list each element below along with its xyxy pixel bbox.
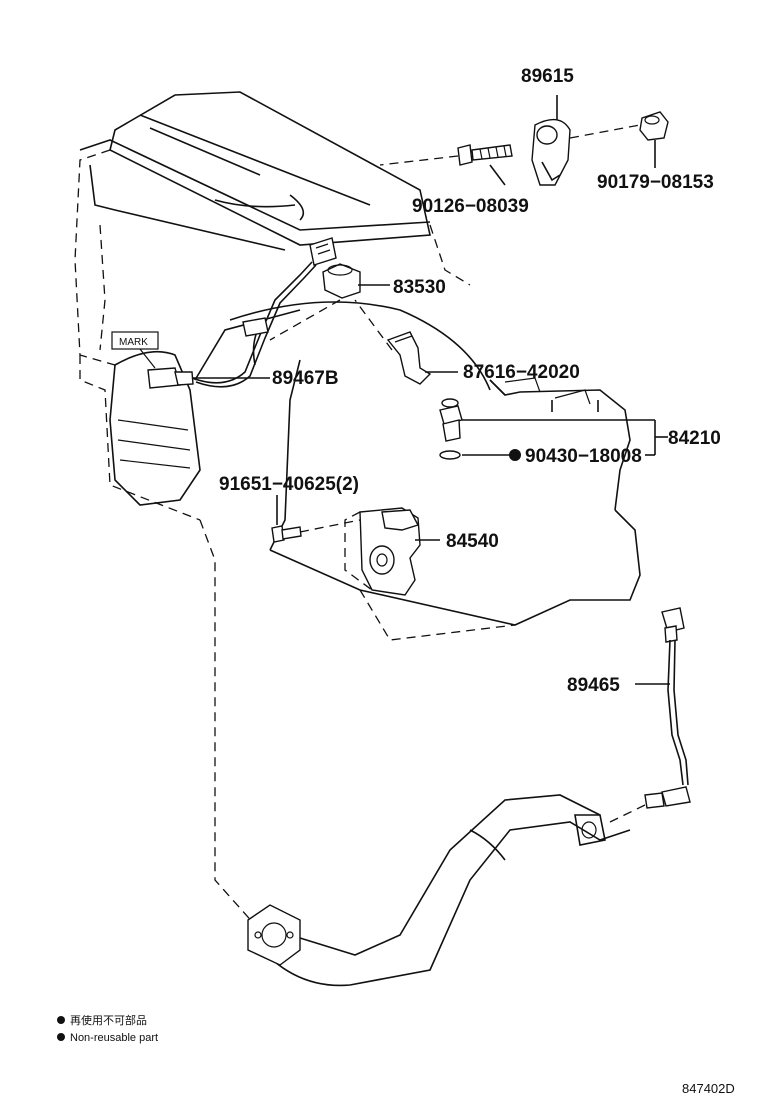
legend-en-text: Non-reusable part [70, 1032, 158, 1044]
oil-pressure-switch-83530 [269, 263, 390, 341]
label-90179-08153: 90179−08153 [597, 172, 714, 193]
legend-jp-text: 再使用不可部品 [70, 1013, 147, 1027]
bolt-91651 [271, 495, 361, 543]
air-fuel-sensor-89467b [147, 237, 337, 389]
label-84210: 84210 [668, 428, 721, 449]
diagram-code: 847402D [682, 1081, 735, 1096]
clamp-87616 [354, 299, 458, 385]
oxygen-sensor-89465 [609, 607, 691, 823]
switch-84210 [439, 398, 668, 461]
exhaust-manifold [109, 350, 201, 506]
label-89615: 89615 [521, 66, 574, 87]
label-91651-40625: 91651−40625(2) [219, 474, 359, 495]
knock-sensor-89615 [531, 95, 641, 186]
mark-callout: MARK [111, 331, 159, 369]
engine-dashed-outline [74, 149, 516, 926]
label-90430-18008: 90430−18008 [525, 446, 642, 467]
mark-label: MARK [119, 337, 148, 348]
label-89467b: 89467B [272, 368, 339, 389]
neutral-switch-84540 [344, 507, 440, 596]
legend-bullet-en [57, 1033, 65, 1041]
legend-bullet-jp [57, 1016, 65, 1024]
legend: 再使用不可部品 Non-reusable part [57, 1013, 158, 1044]
label-83530: 83530 [393, 277, 446, 298]
nut-90179 [639, 111, 669, 168]
non-reusable-marker [509, 449, 521, 461]
exhaust-pipe [247, 794, 631, 987]
label-90126-08039: 90126−08039 [412, 196, 529, 217]
label-89465: 89465 [567, 675, 620, 696]
stud-bolt-90126 [379, 144, 513, 186]
label-84540: 84540 [446, 531, 499, 552]
label-87616-42020: 87616−42020 [463, 362, 580, 383]
